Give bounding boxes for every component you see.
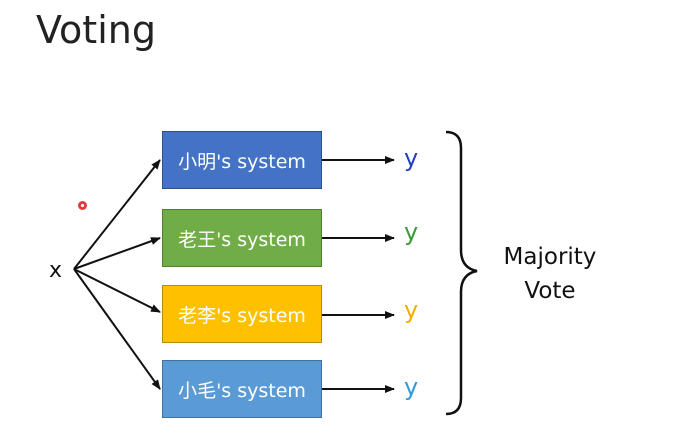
output-y-1: y bbox=[404, 144, 419, 172]
majority-vote-line2: Vote bbox=[524, 278, 576, 304]
input-x-label: x bbox=[49, 258, 63, 283]
system-box-xiaoming: 小明's system bbox=[162, 131, 322, 189]
input-arrow-1 bbox=[73, 159, 161, 270]
system-box-laoli: 老李's system bbox=[162, 285, 322, 343]
input-arrow-3 bbox=[73, 268, 161, 313]
output-y-3: y bbox=[404, 296, 419, 324]
majority-vote-label: Majority Vote bbox=[490, 240, 610, 308]
input-arrow-2 bbox=[73, 237, 161, 270]
output-y-4: y bbox=[404, 373, 419, 401]
slide-title: Voting bbox=[36, 8, 156, 52]
system-box-xiaomao: 小毛's system bbox=[162, 360, 322, 418]
output-y-2: y bbox=[404, 218, 419, 246]
right-curly-brace bbox=[445, 130, 478, 416]
majority-vote-line1: Majority bbox=[503, 244, 597, 270]
system-box-laowang: 老王's system bbox=[162, 209, 322, 267]
pointer-dot bbox=[78, 201, 87, 210]
input-arrow-4 bbox=[73, 268, 161, 390]
